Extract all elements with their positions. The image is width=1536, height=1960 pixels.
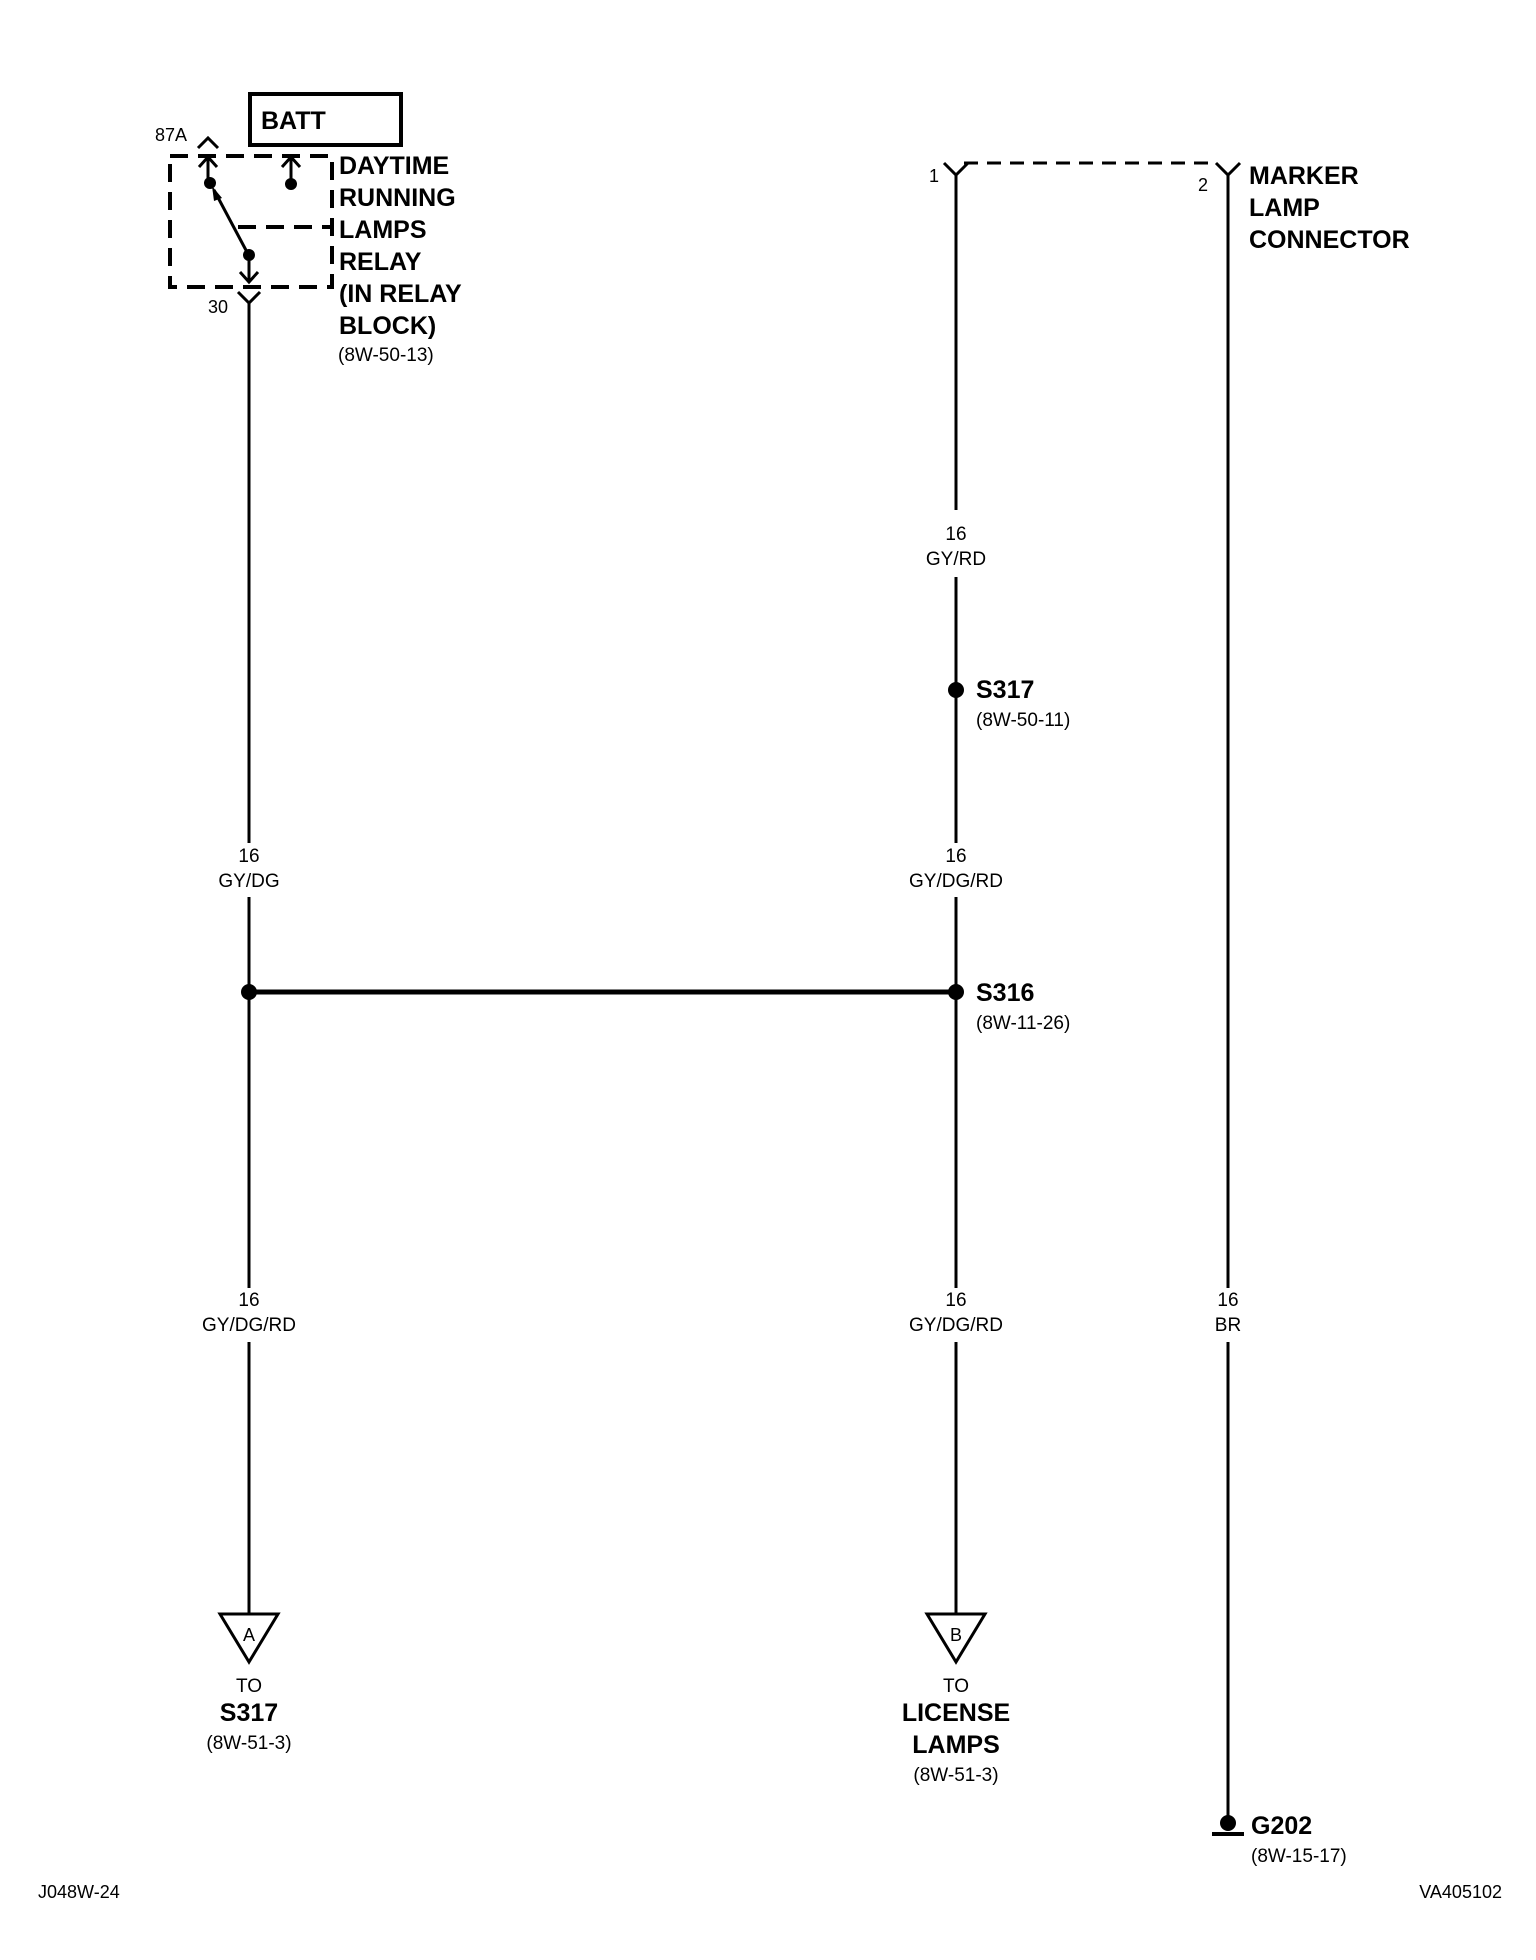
relay-name-line-5: (IN RELAY (339, 280, 462, 308)
switch-arm-arrow (212, 186, 222, 201)
connector-b-letter: B (950, 1625, 962, 1645)
left-upper-gauge: 16 (238, 846, 259, 867)
connector-b-dest-line-2: LAMPS (912, 1731, 1000, 1759)
mid-middle-color: GY/DG/RD (909, 871, 1003, 892)
marker-connector-line-1: MARKER (1249, 162, 1359, 190)
daytime-running-lamps-relay: BATT 87A 30 DAYTIME RUNNING LAMPS RELAY … (155, 92, 462, 366)
contact-87a-dot (204, 177, 216, 189)
s317-name: S317 (976, 676, 1034, 704)
pin-87a-label: 87A (155, 125, 187, 145)
batt-label: BATT (261, 107, 326, 135)
mid-middle-gauge: 16 (945, 846, 966, 867)
footer-left-code: J048W-24 (38, 1882, 120, 1902)
relay-dashed-outline (168, 154, 334, 289)
mid-lower-gauge: 16 (945, 1290, 966, 1311)
batt-box (248, 92, 403, 147)
relay-name-line-2: RUNNING (339, 184, 456, 212)
connector-a-ref: (8W-51-3) (206, 1733, 291, 1754)
right-color: BR (1215, 1315, 1241, 1336)
ground-ref: (8W-15-17) (1251, 1846, 1347, 1867)
connector-a-dest: S317 (220, 1699, 278, 1727)
right-gauge: 16 (1217, 1290, 1238, 1311)
relay-ref: (8W-50-13) (338, 345, 434, 366)
connector-b-ref: (8W-51-3) (913, 1765, 998, 1786)
connector-a-letter: A (243, 1625, 255, 1645)
relay-name-line-1: DAYTIME (339, 152, 449, 180)
pin-2-chevron (1214, 161, 1242, 178)
pin-30-label: 30 (208, 297, 228, 317)
mid-top-color: GY/RD (926, 549, 986, 570)
connector-b-to: TO (943, 1676, 969, 1697)
s317-ref: (8W-50-11) (976, 710, 1070, 731)
left-circuit: 16 GY/DG 16 GY/DG/RD A TO S317 (8W-51-3) (202, 303, 296, 1754)
pin-30-arrowhead (238, 270, 260, 285)
left-lower-gauge: 16 (238, 1290, 259, 1311)
relay-name-line-4: RELAY (339, 248, 422, 276)
connector-b-triangle (924, 1612, 988, 1665)
left-lower-color: GY/DG/RD (202, 1315, 296, 1336)
relay-name-line-6: BLOCK) (339, 312, 436, 340)
s316-name: S316 (976, 979, 1034, 1007)
left-splice-dot (241, 984, 257, 1000)
switch-arm (212, 189, 250, 255)
pin-2-label: 2 (1198, 175, 1208, 195)
pin-1-chevron (942, 161, 970, 178)
pin-30-chevron (236, 290, 262, 306)
pin-1-label: 1 (929, 166, 939, 186)
mid-lower-color: GY/DG/RD (909, 1315, 1003, 1336)
contact-87-dot (285, 178, 297, 190)
ground-dot (1220, 1815, 1236, 1831)
marker-connector-line-3: CONNECTOR (1249, 226, 1410, 254)
connector-b-dest-line-1: LICENSE (902, 1699, 1010, 1727)
middle-circuit: 1 16 GY/RD S317 (8W-50-11) 16 GY/DG/RD S… (902, 161, 1216, 1786)
connector-a-triangle (217, 1612, 281, 1665)
connector-a-to: TO (236, 1676, 262, 1697)
s316-ref: (8W-11-26) (976, 1013, 1070, 1034)
pin-87a-chevron (196, 135, 220, 150)
footer-right-code: VA405102 (1419, 1882, 1502, 1902)
ground-name: G202 (1251, 1812, 1312, 1840)
left-upper-color: GY/DG (218, 871, 279, 892)
mid-top-gauge: 16 (945, 524, 966, 545)
marker-connector-line-2: LAMP (1249, 194, 1320, 222)
right-circuit: 2 MARKER LAMP CONNECTOR 16 BR G202 (8W-1… (1198, 161, 1410, 1867)
relay-name-line-3: LAMPS (339, 216, 427, 244)
